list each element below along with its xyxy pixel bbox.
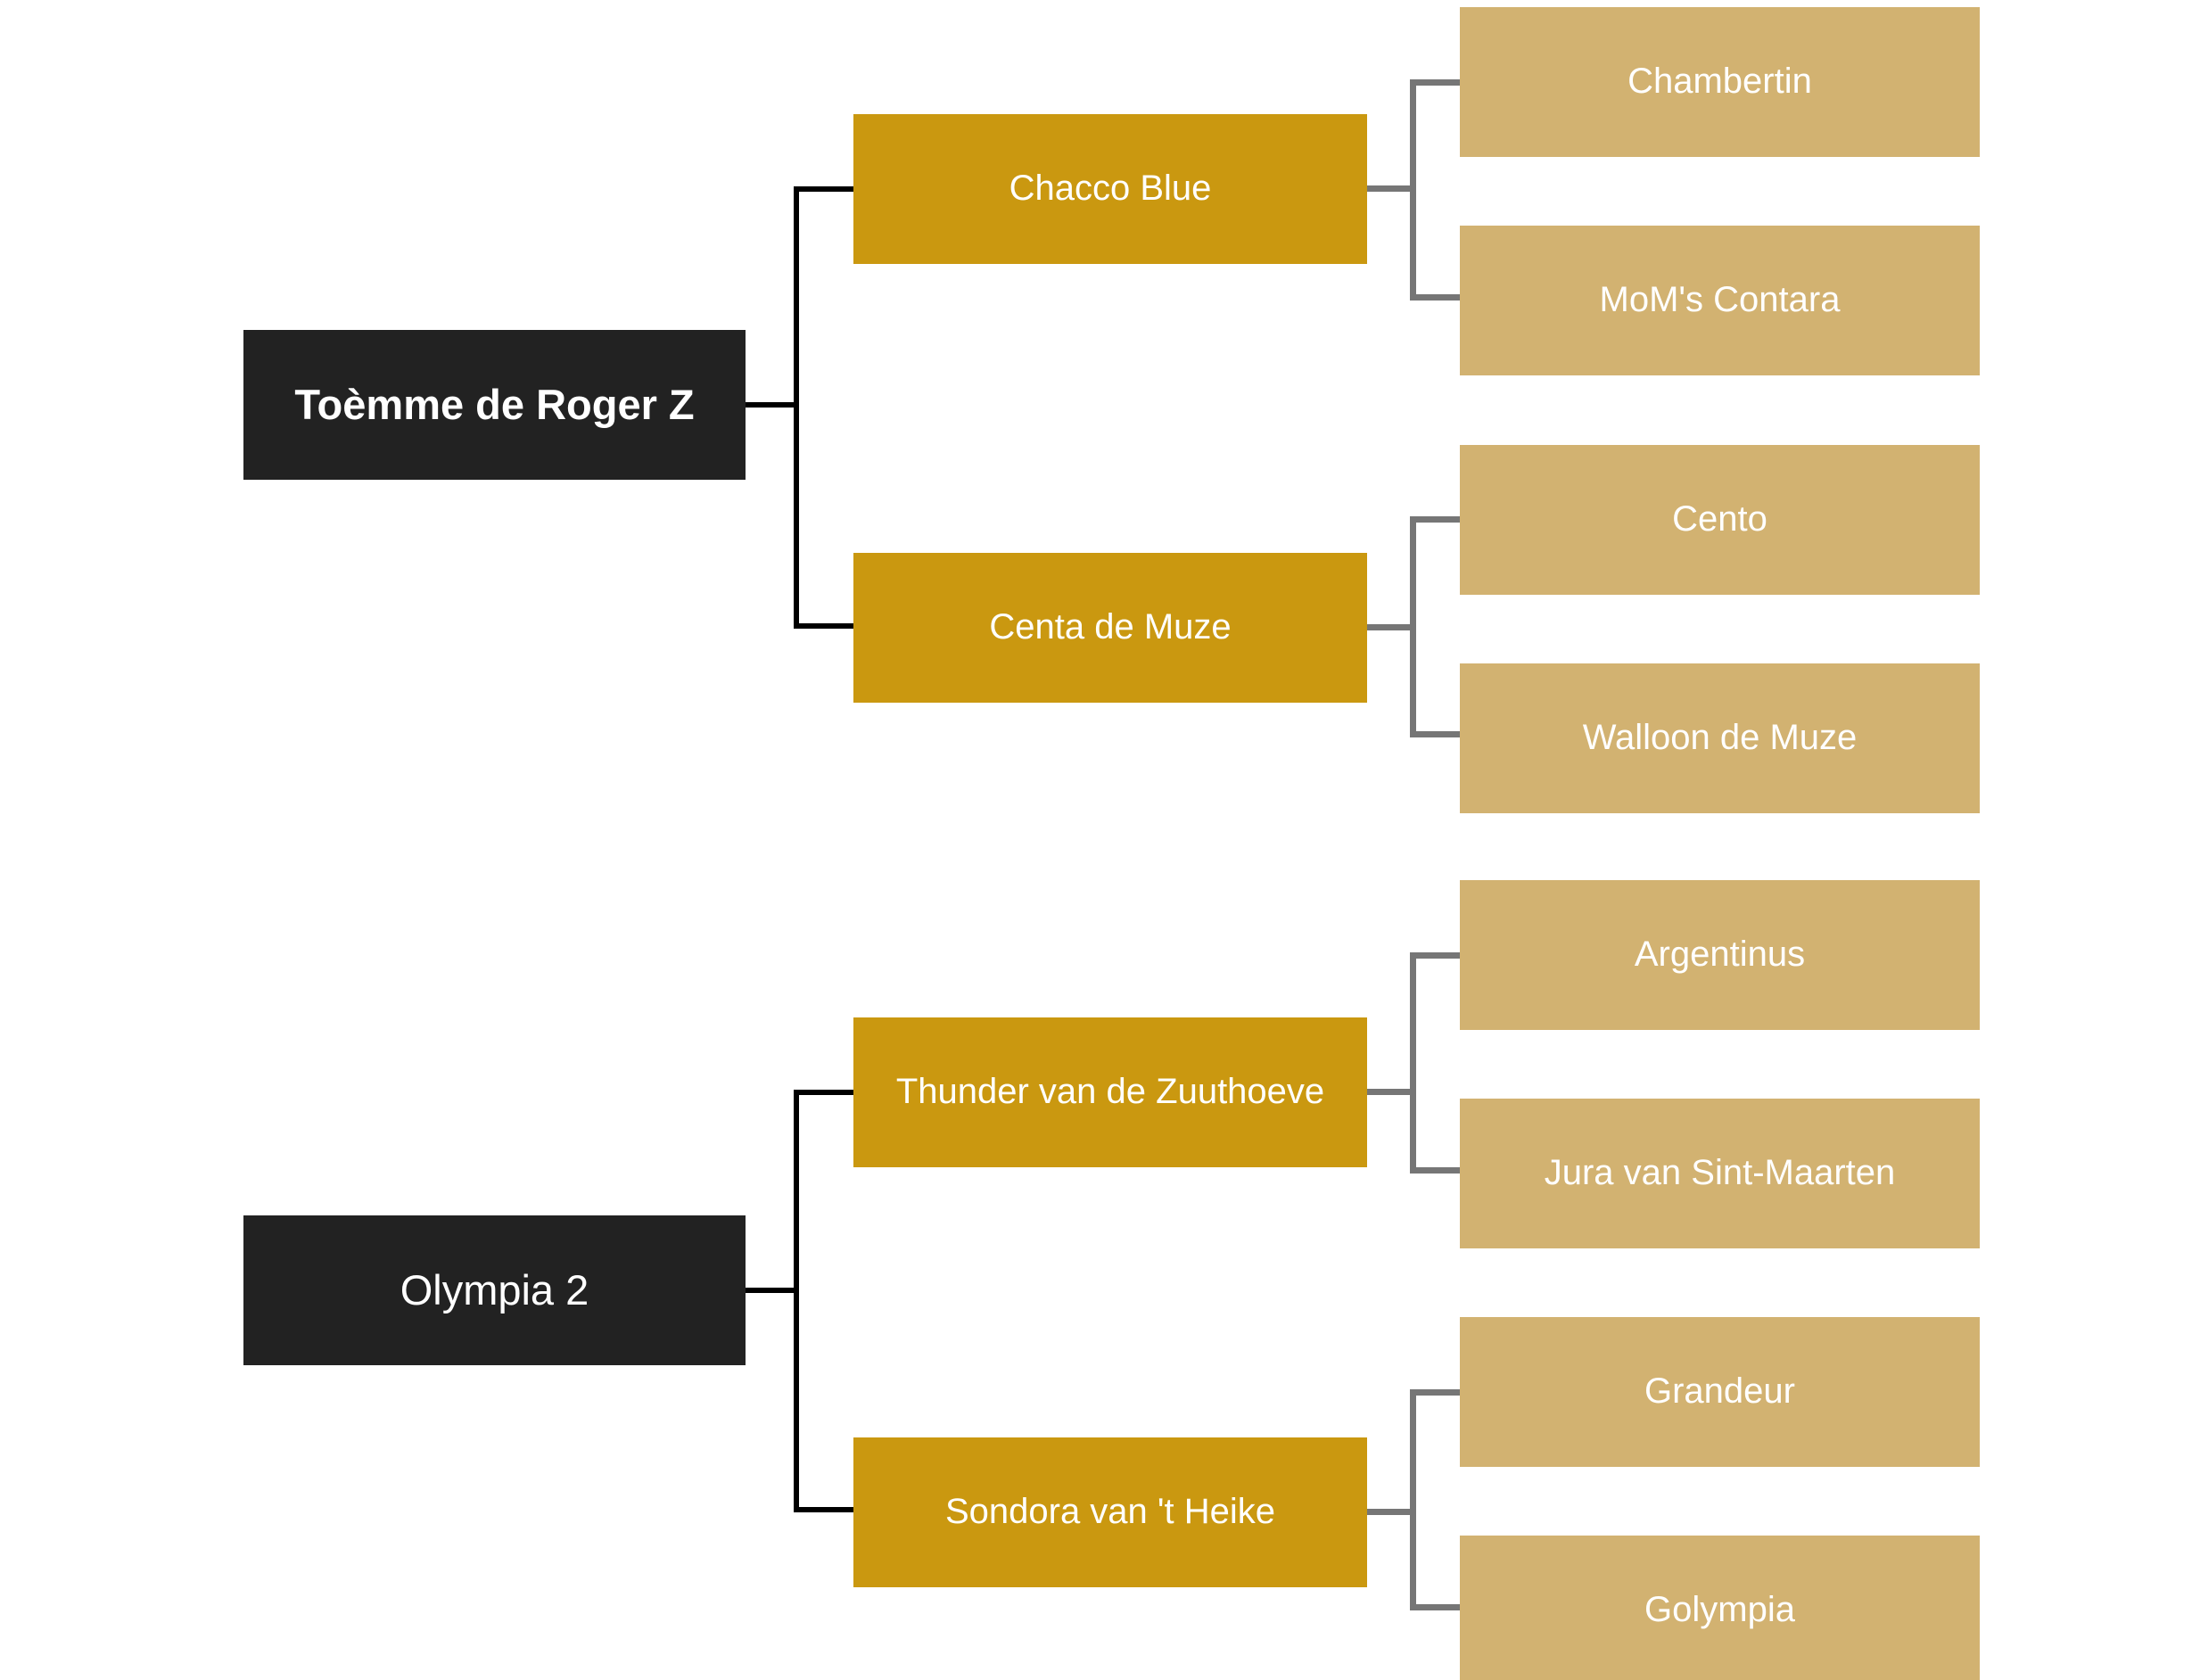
grandparent-node-2-2-1-label: Grandeur xyxy=(1644,1371,1795,1412)
connector-gold4-to-tan7 xyxy=(1410,1389,1460,1396)
connector-root1-to-gold2 xyxy=(794,623,853,629)
grandparent-node-2-2-1[interactable]: Grandeur xyxy=(1460,1317,1980,1467)
grandparent-node-1-1-1[interactable]: Chambertin xyxy=(1460,7,1980,157)
connector-gold2-to-tan3 xyxy=(1410,516,1460,523)
connector-gold3-to-tan5 xyxy=(1410,952,1460,959)
root-node-1-label: Toèmme de Roger Z xyxy=(294,381,695,429)
connector-gold3-to-tan6 xyxy=(1410,1167,1460,1174)
parent-node-1-1[interactable]: Chacco Blue xyxy=(853,114,1367,264)
parent-node-1-2-label: Centa de Muze xyxy=(989,607,1232,647)
grandparent-node-1-2-1[interactable]: Cento xyxy=(1460,445,1980,595)
connector-gold4-to-tan8 xyxy=(1410,1604,1460,1610)
connector-root1-out xyxy=(746,402,799,408)
connector-gold2-out xyxy=(1367,624,1416,630)
grandparent-node-1-1-2-label: MoM's Contara xyxy=(1599,280,1841,320)
grandparent-node-1-1-2[interactable]: MoM's Contara xyxy=(1460,226,1980,375)
connector-gold2-spine xyxy=(1410,516,1416,737)
connector-gold4-spine xyxy=(1410,1389,1416,1610)
grandparent-node-2-1-1-label: Argentinus xyxy=(1634,935,1806,975)
grandparent-node-1-2-1-label: Cento xyxy=(1672,499,1767,539)
grandparent-node-2-1-2-label: Jura van Sint-Maarten xyxy=(1544,1153,1896,1193)
connector-root2-spine xyxy=(794,1090,799,1512)
grandparent-node-2-1-2[interactable]: Jura van Sint-Maarten xyxy=(1460,1099,1980,1248)
parent-node-1-2[interactable]: Centa de Muze xyxy=(853,553,1367,703)
grandparent-node-1-2-2[interactable]: Walloon de Muze xyxy=(1460,663,1980,813)
connector-gold1-out xyxy=(1367,185,1416,192)
root-node-1[interactable]: Toèmme de Roger Z xyxy=(243,330,746,480)
grandparent-node-1-1-1-label: Chambertin xyxy=(1627,62,1812,102)
connector-root1-spine xyxy=(794,186,799,629)
parent-node-1-1-label: Chacco Blue xyxy=(1009,169,1212,209)
grandparent-node-1-2-2-label: Walloon de Muze xyxy=(1582,718,1858,758)
connector-gold1-to-tan1 xyxy=(1410,79,1460,86)
grandparent-node-2-2-2-label: Golympia xyxy=(1644,1590,1795,1630)
connector-root2-to-gold3 xyxy=(794,1090,853,1095)
connector-gold3-spine xyxy=(1410,952,1416,1174)
root-node-2-label: Olympia 2 xyxy=(400,1266,589,1314)
connector-gold2-to-tan4 xyxy=(1410,731,1460,737)
connector-root2-to-gold4 xyxy=(794,1507,853,1512)
root-node-2[interactable]: Olympia 2 xyxy=(243,1215,746,1365)
connector-gold1-spine xyxy=(1410,79,1416,301)
grandparent-node-2-2-2[interactable]: Golympia xyxy=(1460,1536,1980,1680)
parent-node-2-2[interactable]: Sondora van 't Heike xyxy=(853,1437,1367,1587)
parent-node-2-1[interactable]: Thunder van de Zuuthoeve xyxy=(853,1017,1367,1167)
connector-root2-out xyxy=(746,1288,799,1293)
grandparent-node-2-1-1[interactable]: Argentinus xyxy=(1460,880,1980,1030)
connector-gold3-out xyxy=(1367,1089,1416,1095)
parent-node-2-1-label: Thunder van de Zuuthoeve xyxy=(895,1072,1325,1112)
connector-gold1-to-tan2 xyxy=(1410,294,1460,301)
parent-node-2-2-label: Sondora van 't Heike xyxy=(944,1492,1276,1532)
connector-root1-to-gold1 xyxy=(794,186,853,192)
connector-gold4-out xyxy=(1367,1509,1416,1515)
